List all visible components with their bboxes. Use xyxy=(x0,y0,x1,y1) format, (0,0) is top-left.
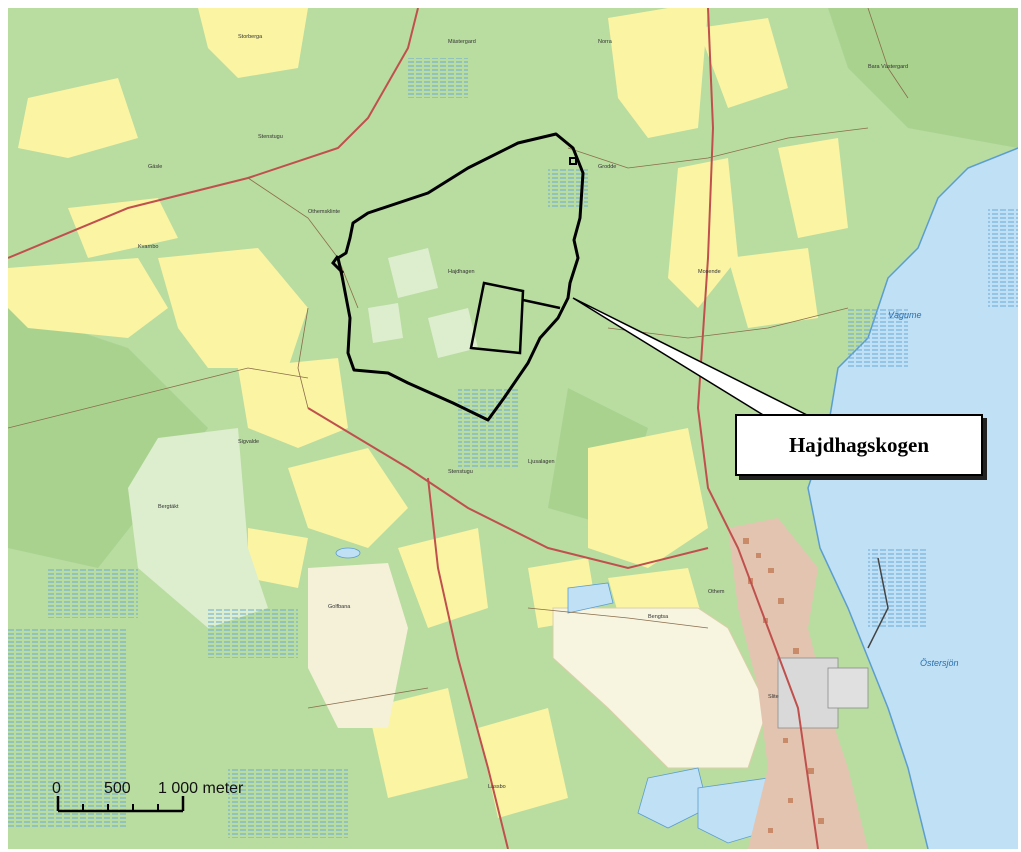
urban-area xyxy=(728,518,869,849)
svg-text:Lassbo: Lassbo xyxy=(488,784,506,790)
svg-text:Othemsklinte: Othemsklinte xyxy=(308,209,340,215)
svg-text:Sigvalde: Sigvalde xyxy=(238,439,259,445)
svg-text:Storberga: Storberga xyxy=(238,34,263,40)
scale-bar: 0 500 1 000 meter xyxy=(52,780,244,813)
svg-text:Gäsle: Gäsle xyxy=(148,164,162,170)
scale-tick-500-label: 500 xyxy=(104,780,131,797)
svg-text:Hajdhagen: Hajdhagen xyxy=(448,269,475,275)
svg-text:Stenstugu: Stenstugu xyxy=(258,134,283,140)
quarry-area xyxy=(552,607,769,769)
svg-text:Golfbana: Golfbana xyxy=(328,604,351,610)
scale-tick-1000-label: 1 000 meter xyxy=(158,780,244,797)
svg-text:Stenstugu: Stenstugu xyxy=(448,469,473,475)
harbour-pier xyxy=(867,557,889,649)
sea xyxy=(808,148,1018,849)
svg-text:Ljusalagen: Ljusalagen xyxy=(528,459,555,465)
callout-box: Hajdhagskogen xyxy=(735,414,983,476)
study-area-boundary[interactable] xyxy=(336,132,585,422)
svg-text:Mästergard: Mästergard xyxy=(448,39,476,45)
boundary-notch xyxy=(331,255,345,275)
svg-text:Kvarnbo: Kvarnbo xyxy=(138,244,159,250)
svg-text:Bergtäkt: Bergtäkt xyxy=(158,504,179,510)
boundary-marker xyxy=(569,157,577,165)
marshland xyxy=(8,58,1018,838)
clearings xyxy=(128,248,478,628)
inner-plot-boundary[interactable] xyxy=(469,281,525,355)
svg-text:Bengtsa: Bengtsa xyxy=(648,614,669,620)
quarry-west xyxy=(308,563,408,728)
scale-tick-0-label: 0 xyxy=(52,780,61,797)
inner-plot-connector xyxy=(522,298,561,310)
svg-text:Bara Västergard: Bara Västergard xyxy=(868,64,908,70)
main-roads xyxy=(8,8,819,849)
svg-text:Mosende: Mosende xyxy=(698,269,721,275)
farm-fields xyxy=(8,8,848,818)
sea-label: Östersjön xyxy=(920,658,959,668)
svg-text:Slite: Slite xyxy=(768,694,779,700)
svg-text:Grodde: Grodde xyxy=(598,164,616,170)
minor-roads xyxy=(8,8,909,709)
callout-label: Hajdhagskogen xyxy=(788,432,930,457)
map-viewport[interactable]: Storberga Mästergard Norra Stenstugu Gäs… xyxy=(8,8,1018,849)
svg-text:Norra: Norra xyxy=(598,39,613,45)
svg-text:Vägume: Vägume xyxy=(888,310,922,320)
map-lettering: Storberga Mästergard Norra Stenstugu Gäs… xyxy=(138,34,922,790)
svg-text:Othem: Othem xyxy=(708,589,725,595)
